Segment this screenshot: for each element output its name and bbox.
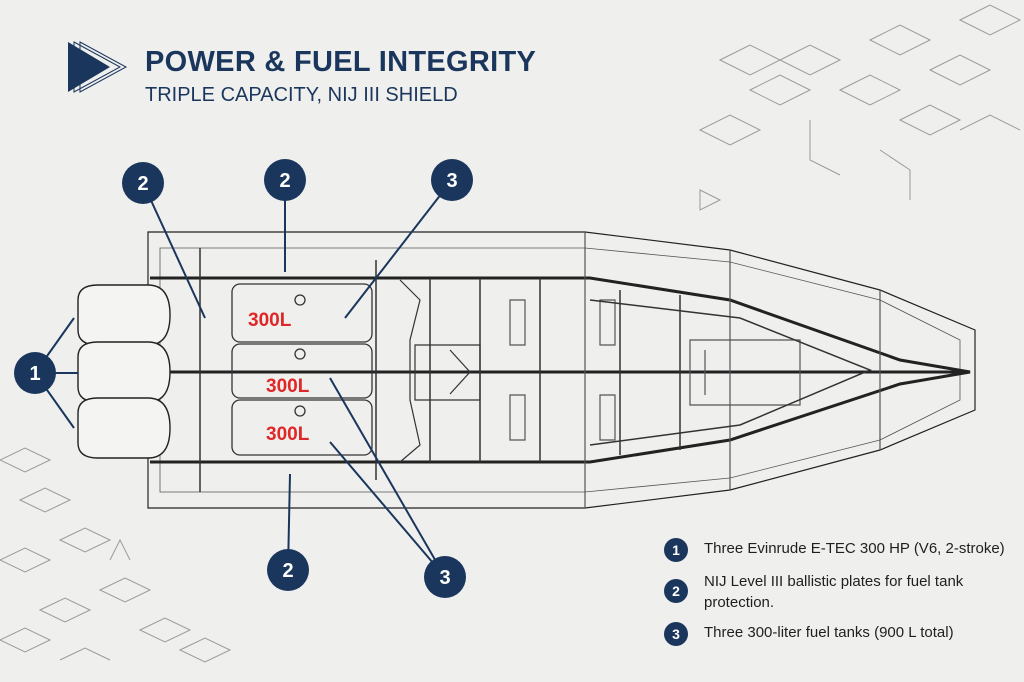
outboard-engines [77,284,171,459]
callout-tanks: 3 [424,556,466,598]
legend-text: NIJ Level III ballistic plates for fuel … [704,573,964,611]
callout-plates: 2 [122,162,164,204]
page-subtitle: TRIPLE CAPACITY, NIJ III SHIELD [145,84,458,106]
svg-text:1: 1 [29,363,40,385]
boat-hull [147,231,976,509]
legend-number: 3 [664,622,688,646]
legend-item: 1 Three Evinrude E-TEC 300 HP (V6, 2-str… [664,538,1024,562]
legend-number: 1 [664,538,688,562]
callout-plates: 2 [264,159,306,201]
tank-label: 300L [266,376,310,397]
svg-text:3: 3 [446,170,457,192]
geometric-pattern [0,4,1022,663]
legend-text: Three 300-liter fuel tanks (900 L total) [704,624,954,641]
legend-item: 2 NIJ Level III ballistic plates for fue… [664,571,1024,613]
engine [77,341,171,403]
engine [77,397,171,459]
page-title: POWER & FUEL INTEGRITY [145,46,537,78]
svg-text:2: 2 [282,560,293,582]
legend-item: 3 Three 300-liter fuel tanks (900 L tota… [664,622,1024,646]
svg-text:3: 3 [439,567,450,589]
svg-text:2: 2 [279,170,290,192]
fuel-tanks [231,283,373,456]
legend-number: 2 [664,579,688,603]
callout-tanks: 3 [431,159,473,201]
fuel-tank [231,399,373,456]
legend-text: Three Evinrude E-TEC 300 HP (V6, 2-strok… [704,540,1005,557]
svg-text:2: 2 [137,173,148,195]
tank-label: 300L [248,310,292,331]
engine [77,284,171,346]
logo-arrows-icon [68,41,128,93]
callout-engines: 1 [14,352,56,394]
callout-plates: 2 [267,549,309,591]
legend: 1 Three Evinrude E-TEC 300 HP (V6, 2-str… [664,538,1024,655]
tank-label: 300L [266,424,310,445]
fuel-tank [231,343,373,399]
fuel-tank [231,283,373,343]
